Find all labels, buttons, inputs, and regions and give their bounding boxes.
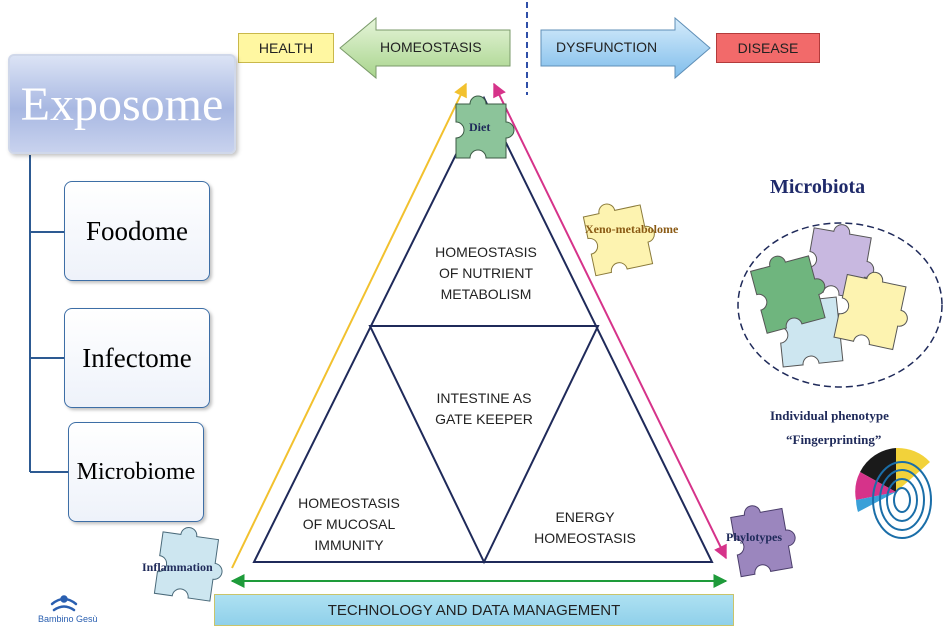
gate-line-2: GATE KEEPER	[435, 411, 533, 427]
nutrient-metabolism-text: HOMEOSTASIS OF NUTRIENT METABOLISM	[406, 242, 566, 305]
foodome-label: Foodome	[85, 215, 188, 246]
energy-line-1: ENERGY	[555, 509, 615, 525]
dysfunction-label: DYSFUNCTION	[556, 39, 658, 55]
nutrient-line-1: HOMEOSTASIS	[435, 244, 537, 260]
gate-line-1: INTESTINE AS	[436, 390, 532, 406]
microbiome-box: Microbiome	[68, 422, 204, 522]
dysfunction-arrow	[540, 16, 711, 80]
exposome-tree-lines	[29, 155, 68, 473]
bambino-gesu-logo	[50, 595, 78, 612]
phylotypes-label: Phylotypes	[726, 530, 783, 544]
logo-text: Bambino Gesù	[38, 614, 98, 624]
microbiota-puzzles	[749, 224, 908, 368]
technology-bar: TECHNOLOGY AND DATA MANAGEMENT	[214, 594, 734, 626]
diet-label: Diet	[469, 120, 491, 134]
mucosal-line-3: IMMUNITY	[314, 537, 384, 553]
microbiota-circle	[737, 222, 943, 388]
homeostasis-label: HOMEOSTASIS	[380, 39, 482, 55]
infectome-label: Infectome	[82, 342, 192, 373]
disease-label: DISEASE	[737, 40, 799, 56]
mucosal-line-2: OF MUCOSAL	[302, 516, 396, 532]
exposome-title-box: Exposome	[8, 54, 236, 154]
individual-phenotype-label: Individual phenotype	[770, 408, 889, 423]
homeostasis-arrow	[339, 16, 511, 80]
health-label: HEALTH	[258, 40, 314, 56]
puzzle-xeno	[582, 203, 655, 277]
energy-homeostasis-text: ENERGY HOMEOSTASIS	[520, 507, 650, 549]
puzzle-inflammation	[153, 527, 223, 602]
energy-line-2: HOMEOSTASIS	[534, 530, 636, 546]
exposome-title: Exposome	[20, 77, 224, 131]
inflammation-label: Inflammation	[142, 560, 213, 574]
mucosal-immunity-text: HOMEOSTASIS OF MUCOSAL IMMUNITY	[284, 493, 414, 556]
foodome-box: Foodome	[64, 181, 210, 281]
puzzle-diet	[455, 95, 515, 159]
disease-box: DISEASE	[716, 33, 820, 63]
gate-keeper-text: INTESTINE AS GATE KEEPER	[404, 388, 564, 430]
nutrient-line-2: OF NUTRIENT	[438, 265, 534, 281]
health-box: HEALTH	[238, 33, 334, 63]
technology-label: TECHNOLOGY AND DATA MANAGEMENT	[327, 601, 621, 619]
microbiota-title: Microbiota	[770, 176, 866, 198]
fingerprinting-label: “Fingerprinting”	[786, 432, 882, 447]
microbiome-label: Microbiome	[76, 458, 196, 485]
puzzle-phylotypes	[730, 505, 796, 578]
mucosal-line-1: HOMEOSTASIS	[298, 495, 400, 511]
fingerprint-image	[854, 447, 942, 539]
xeno-metabolome-label: Xeno-metabolome	[585, 222, 679, 236]
nutrient-line-3: METABOLISM	[440, 286, 532, 302]
infectome-box: Infectome	[64, 308, 210, 408]
pink-arrow	[493, 82, 727, 560]
yellow-arrow	[231, 82, 467, 569]
